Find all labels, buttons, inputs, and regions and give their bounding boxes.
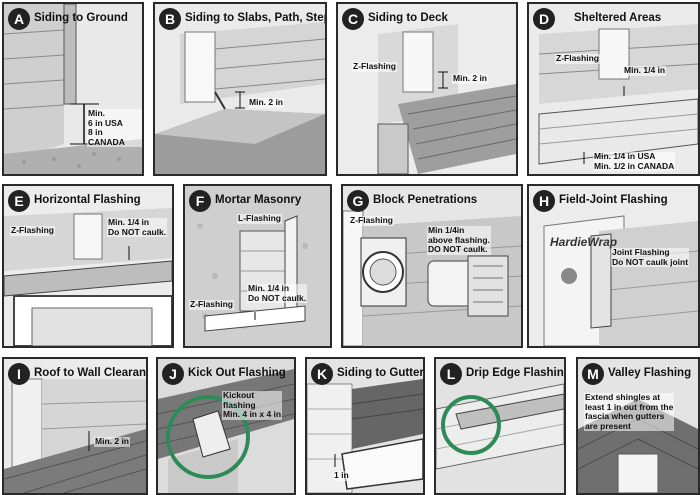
badge-a: A <box>8 8 30 30</box>
label-i-clearance: Min. 2 in <box>94 436 130 447</box>
panel-siding-to-ground: A Siding to Ground Min. 6 in USA 8 in CA… <box>2 2 144 176</box>
panel-block-penetrations: G Block Penetrations Z-Flashing Min 1/4i… <box>341 184 523 348</box>
wrap-logo: HardieWrap <box>550 235 618 249</box>
roof-to-wall-illustration <box>4 359 146 493</box>
label-f-z-flashing: Z-Flashing <box>189 299 234 310</box>
badge-m: M <box>582 363 604 385</box>
label-b-clearance: Min. 2 in <box>248 97 284 108</box>
badge-b: B <box>159 8 181 30</box>
label-m-note: Extend shingles at least 1 in out from t… <box>584 392 675 431</box>
sheltered-areas-illustration <box>529 4 698 174</box>
badge-g: G <box>347 190 369 212</box>
mortar-masonry-illustration <box>185 186 330 346</box>
label-a-clearance: Min. 6 in USA 8 in CANADA <box>87 108 142 147</box>
panel-siding-to-deck: C Siding to Deck Z-Flashing Min. 2 in <box>336 2 518 176</box>
panel-drip-edge-flashing: L Drip Edge Flashing <box>434 357 566 495</box>
badge-d: D <box>533 8 555 30</box>
badge-j: J <box>162 363 184 385</box>
label-d-clearance-bottom: Min. 1/4 in USA Min. 1/2 in CANADA <box>593 151 676 171</box>
panel-horizontal-flashing: E Horizontal Flashing Z-Flashing Min. 1/… <box>2 184 174 348</box>
block-penetrations-illustration <box>343 186 521 346</box>
badge-i: I <box>8 363 30 385</box>
label-h-joint: Joint Flashing Do NOT caulk joint <box>611 247 690 267</box>
badge-k: K <box>311 363 333 385</box>
label-g-flashing: Z-Flashing <box>349 215 394 226</box>
label-e-clearance: Min. 1/4 in Do NOT caulk. <box>107 217 168 237</box>
label-f-l-flashing: L-Flashing <box>237 213 282 224</box>
title-siding-to-deck: Siding to Deck <box>368 12 448 24</box>
title-mortar-masonry: Mortar Masonry <box>215 194 302 206</box>
panel-sheltered-areas: D Sheltered Areas Z-Flashing Min. 1/4 in… <box>527 2 700 176</box>
title-valley-flashing: Valley Flashing <box>608 367 692 379</box>
label-e-flashing: Z-Flashing <box>10 225 55 236</box>
title-roof-to-wall: Roof to Wall Clearances <box>34 367 147 379</box>
title-kick-out-flashing: Kick Out Flashing <box>188 367 286 379</box>
title-sheltered-areas: Sheltered Areas <box>574 12 662 24</box>
title-drip-edge-flashing: Drip Edge Flashing <box>466 367 566 379</box>
panel-roof-to-wall: I Roof to Wall Clearances Min. 2 in <box>2 357 148 495</box>
badge-f: F <box>189 190 211 212</box>
siding-to-deck-illustration <box>338 4 516 174</box>
label-d-clearance-top: Min. 1/4 in <box>623 65 667 76</box>
label-g-clearance: Min 1/4in above flashing. DO NOT caulk. <box>427 225 491 255</box>
label-k-clearance: 1 in <box>333 470 350 481</box>
siding-to-ground-illustration <box>4 4 142 174</box>
siding-to-slabs-illustration <box>155 4 325 174</box>
horizontal-flashing-illustration <box>4 186 172 346</box>
label-f-clearance: Min. 1/4 in Do NOT caulk. <box>247 283 308 303</box>
title-horizontal-flashing: Horizontal Flashing <box>34 194 141 206</box>
panel-siding-to-slabs: B Siding to Slabs, Path, Steps Min. 2 in <box>153 2 327 176</box>
badge-h: H <box>533 190 555 212</box>
panel-kick-out-flashing: J Kick Out Flashing Kickout flashing Min… <box>156 357 296 495</box>
title-siding-to-slabs: Siding to Slabs, Path, Steps <box>185 12 327 24</box>
badge-l: L <box>440 363 462 385</box>
label-c-flashing: Z-Flashing <box>352 61 397 72</box>
panel-field-joint-flashing: H Field-Joint Flashing HardieWrap Joint … <box>527 184 700 348</box>
panel-valley-flashing: M Valley Flashing Extend shingles at lea… <box>576 357 700 495</box>
label-d-flashing: Z-Flashing <box>555 53 600 64</box>
title-field-joint-flashing: Field-Joint Flashing <box>559 194 668 206</box>
label-j-kickout: Kickout flashing Min. 4 in x 4 in <box>222 390 283 420</box>
badge-e: E <box>8 190 30 212</box>
badge-c: C <box>342 8 364 30</box>
title-siding-to-gutter: Siding to Gutter <box>337 367 424 379</box>
title-siding-to-ground: Siding to Ground <box>34 12 128 24</box>
title-block-penetrations: Block Penetrations <box>373 194 478 206</box>
panel-mortar-masonry: F Mortar Masonry L-Flashing Z-Flashing M… <box>183 184 332 348</box>
panel-siding-to-gutter: K Siding to Gutter 1 in <box>305 357 425 495</box>
label-c-clearance: Min. 2 in <box>452 73 488 84</box>
